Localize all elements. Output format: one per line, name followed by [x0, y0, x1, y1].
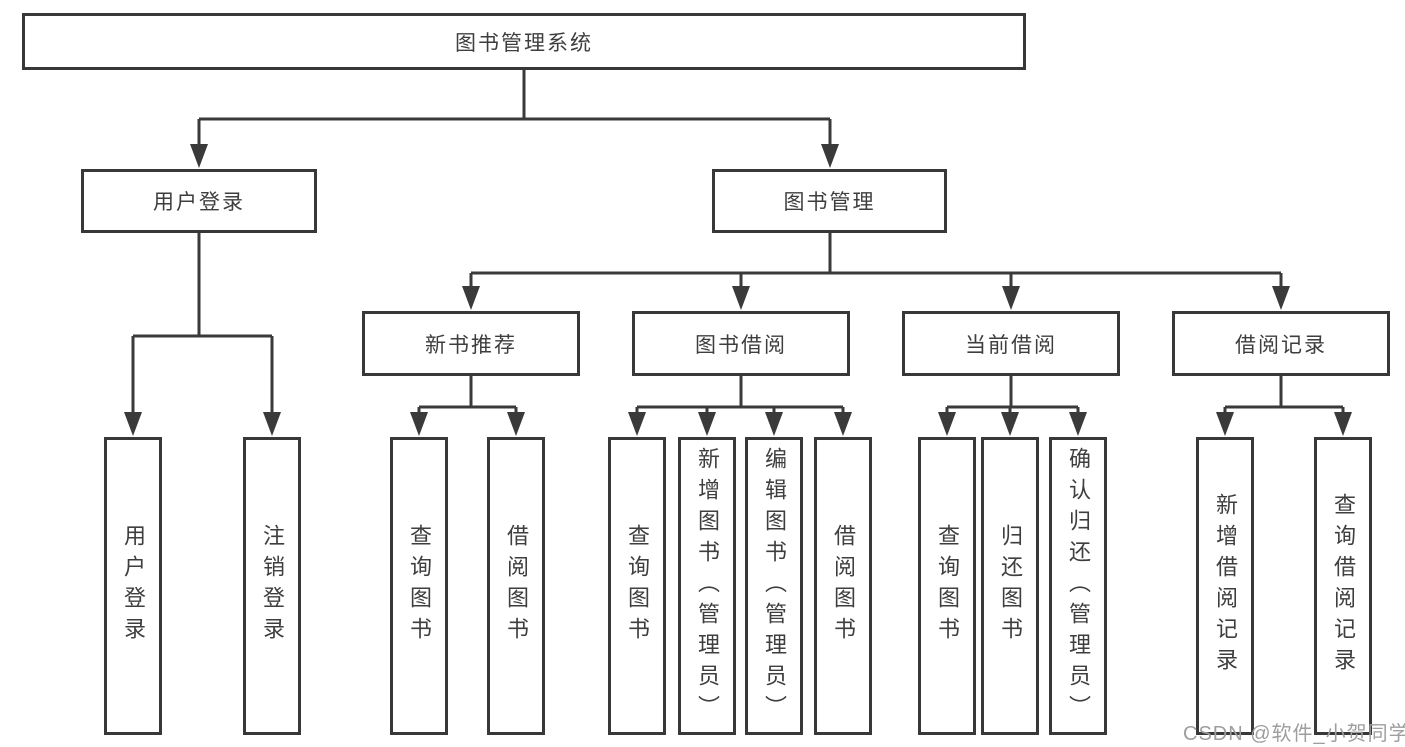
leaf-query-books-borrow: 查询图书 — [608, 437, 666, 735]
leaf-user-login-label: 用户登录 — [121, 524, 146, 648]
leaf-logout: 注销登录 — [243, 437, 301, 735]
leaf-borrow-books-recommend: 借阅图书 — [487, 437, 545, 735]
leaf-query-books-recommend-label: 查询图书 — [407, 524, 432, 648]
node-user-login: 用户登录 — [81, 169, 317, 233]
leaf-edit-books-admin-label: 编辑图书（管理员） — [762, 446, 787, 726]
node-library-system: 图书管理系统 — [22, 13, 1026, 70]
csdn-watermark: CSDN @软件_小贺同学 — [1183, 723, 1405, 745]
leaf-query-borrow-record-label: 查询借阅记录 — [1331, 493, 1356, 679]
leaf-edit-books-admin: 编辑图书（管理员） — [745, 437, 803, 735]
leaf-query-books-recommend: 查询图书 — [390, 437, 448, 735]
leaf-query-books-borrow-label: 查询图书 — [625, 524, 650, 648]
leaf-add-books-admin-label: 新增图书（管理员） — [695, 446, 720, 726]
node-book-management: 图书管理 — [712, 169, 947, 233]
leaf-borrow-books: 借阅图书 — [814, 437, 872, 735]
leaf-add-borrow-record-label: 新增借阅记录 — [1213, 493, 1238, 679]
leaf-confirm-return-admin: 确认归还（管理员） — [1049, 437, 1107, 735]
connector-borrow-to-leaves — [628, 376, 852, 436]
connector-current-to-leaves — [938, 376, 1087, 436]
connector-mgmt-to-level3 — [462, 233, 1290, 310]
leaf-add-borrow-record: 新增借阅记录 — [1196, 437, 1254, 735]
leaf-borrow-books-label: 借阅图书 — [831, 524, 856, 648]
leaf-query-books-current-label: 查询图书 — [935, 524, 960, 648]
connector-root-to-level2 — [190, 70, 839, 168]
leaf-confirm-return-admin-label: 确认归还（管理员） — [1066, 446, 1091, 726]
leaf-logout-label: 注销登录 — [260, 524, 285, 648]
leaf-user-login: 用户登录 — [104, 437, 162, 735]
connector-recommend-to-leaves — [410, 376, 525, 436]
leaf-borrow-books-recommend-label: 借阅图书 — [504, 524, 529, 648]
node-borrow-records: 借阅记录 — [1172, 311, 1390, 376]
leaf-return-books-label: 归还图书 — [998, 524, 1023, 648]
leaf-return-books: 归还图书 — [981, 437, 1039, 735]
node-current-borrow: 当前借阅 — [902, 311, 1120, 376]
leaf-query-borrow-record: 查询借阅记录 — [1314, 437, 1372, 735]
connector-login-to-leaves — [124, 233, 281, 436]
leaf-add-books-admin: 新增图书（管理员） — [678, 437, 736, 735]
node-book-borrow: 图书借阅 — [632, 311, 850, 376]
leaf-query-books-current: 查询图书 — [918, 437, 976, 735]
node-new-book-recommend: 新书推荐 — [362, 311, 580, 376]
connector-records-to-leaves — [1216, 376, 1352, 436]
